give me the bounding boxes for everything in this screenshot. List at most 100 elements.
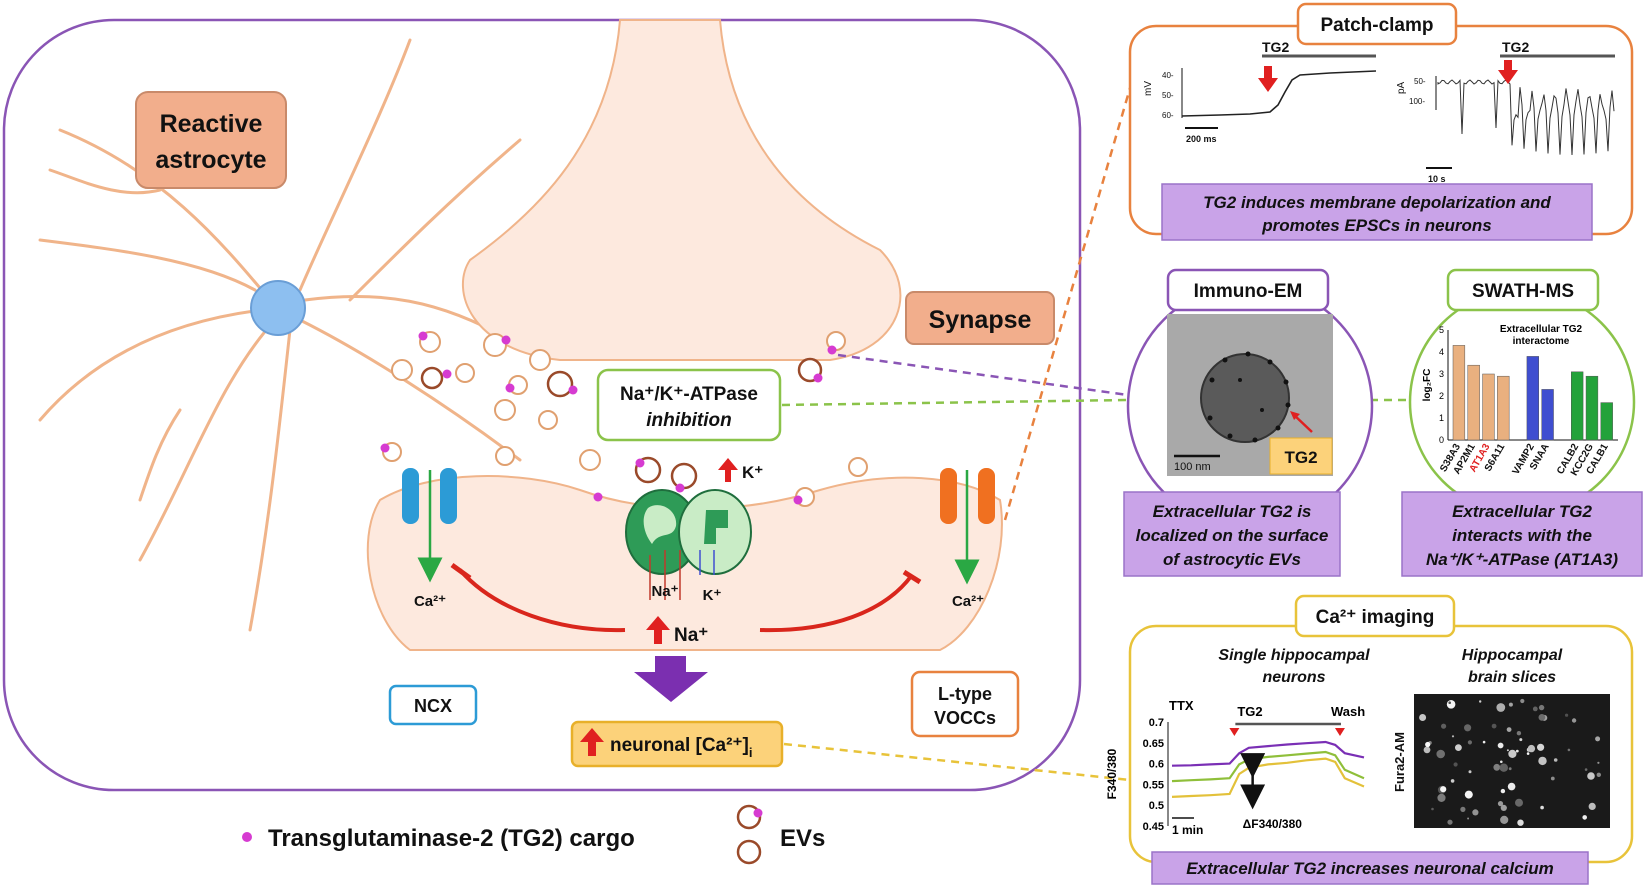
immuno-em-caption-1: Extracellular TG2 is — [1153, 502, 1312, 521]
slice-cell — [1532, 706, 1538, 712]
immuno-em-title: Immuno-EM — [1194, 281, 1303, 302]
slice-cell — [1516, 731, 1522, 736]
connector-em-purple — [837, 353, 1129, 397]
slice-cell — [1567, 748, 1571, 752]
slice-cell — [1493, 763, 1501, 771]
patch-pa-tick-2: 100- — [1409, 97, 1425, 106]
swath-caption-box — [1401, 491, 1643, 577]
k-up-arrow — [718, 458, 738, 482]
slice-cell — [1538, 714, 1546, 721]
patch-tg2-right: TG2 — [1502, 39, 1529, 55]
slice-cell — [1436, 749, 1445, 759]
slice-cell — [1451, 735, 1455, 738]
ncx-label: NCX — [414, 696, 452, 716]
bar-s38a3 — [1452, 345, 1466, 441]
slice-cell — [1550, 776, 1555, 781]
slice-cell — [1515, 749, 1519, 753]
slice-cell — [1499, 763, 1509, 772]
line-y-tick: 0.55 — [1143, 779, 1164, 791]
na-k-pump — [625, 489, 752, 600]
slice-cell — [1500, 815, 1509, 825]
slice-cell — [1597, 761, 1600, 764]
slice-cell — [1446, 700, 1456, 709]
line-series-1 — [1171, 740, 1365, 767]
bar-title-2: interactome — [1513, 336, 1570, 347]
em-scale-label: 100 nm — [1174, 461, 1211, 473]
slice-cell — [1538, 756, 1547, 766]
calcium-slices-1: Hippocampal — [1462, 647, 1563, 664]
ncx-box — [388, 684, 478, 726]
k-pump-label: K⁺ — [703, 587, 722, 604]
calcium-single-2: neurons — [1262, 669, 1325, 686]
astrocyte-cell — [38, 38, 522, 632]
slice-cell — [1508, 702, 1513, 707]
synapse-box — [905, 291, 1055, 345]
slice-cell — [1437, 793, 1446, 803]
slice-cell — [1497, 801, 1504, 807]
line-series-3 — [1171, 757, 1365, 798]
patch-mv-tick-3: 60- — [1162, 111, 1174, 120]
evs-legend-label: EVs — [780, 825, 825, 852]
slice-cell — [1565, 713, 1569, 717]
slice-cell — [1584, 768, 1588, 771]
bar-y-tick: 1 — [1439, 413, 1444, 423]
slice-cell — [1482, 740, 1486, 744]
slice-cell — [1453, 762, 1458, 767]
patch-caption-1: TG2 induces membrane depolarization and — [1203, 193, 1551, 212]
l-type-channel — [940, 468, 995, 585]
calcium-single-1: Single hippocampal — [1218, 647, 1370, 664]
atpase-box — [596, 368, 782, 442]
patch-clamp-title: Patch-clamp — [1321, 15, 1434, 36]
line-y-label: F340/380 — [1105, 748, 1119, 799]
patch-mv-tick-2: 50- — [1162, 91, 1174, 100]
slice-cell — [1423, 746, 1431, 754]
slice-cell — [1491, 723, 1497, 729]
slice-cell — [1571, 718, 1577, 723]
synapse-label: Synapse — [929, 306, 1032, 334]
line-y-tick: 0.5 — [1149, 800, 1164, 812]
patch-pa-tick-1: 50- — [1414, 77, 1426, 86]
slice-cell — [1582, 815, 1587, 820]
astrocyte-nucleus — [250, 280, 306, 336]
connector-calcium — [783, 742, 1131, 782]
bar-y-tick: 4 — [1439, 347, 1444, 357]
ltype-label-1: L-type — [938, 684, 992, 704]
em-vesicle — [1200, 353, 1290, 443]
bar-ap2m1 — [1467, 364, 1480, 441]
bar-kcc2g — [1585, 375, 1599, 441]
presynaptic-terminal — [461, 19, 902, 361]
slice-cell — [1595, 736, 1601, 742]
na-up-arrow — [646, 616, 670, 644]
em-tag-label: TG2 — [1284, 448, 1317, 467]
slice-cell — [1519, 738, 1523, 742]
slice-cell — [1527, 744, 1536, 753]
swath-caption-1: Extracellular TG2 — [1452, 502, 1592, 521]
tg2-red-arrow — [1229, 728, 1240, 736]
slice-cell — [1500, 760, 1503, 764]
slice-cell — [1526, 752, 1530, 755]
line-tg2-label: TG2 — [1237, 704, 1262, 719]
bar-calb2 — [1571, 371, 1584, 441]
line-series-2 — [1171, 750, 1365, 783]
slice-cell — [1455, 744, 1462, 751]
slice-cell — [1447, 819, 1453, 825]
line-title: TTX — [1169, 698, 1194, 713]
swath-caption-2: interacts with the — [1452, 526, 1592, 545]
bar-y-tick: 5 — [1439, 325, 1444, 335]
slice-cell — [1467, 740, 1472, 745]
swath-caption-3: Na⁺/K⁺-ATPase (AT1A3) — [1426, 550, 1618, 569]
bar-y-tick: 0 — [1439, 435, 1444, 445]
immuno-em-caption-box — [1123, 491, 1341, 577]
bar-vamp2 — [1526, 356, 1539, 441]
delta-label: ΔF340/380 — [1243, 817, 1303, 831]
slice-cell — [1440, 786, 1447, 793]
slice-cell — [1537, 743, 1545, 751]
neuronal-ca-box — [570, 720, 784, 768]
reactive-astrocyte-box — [135, 91, 287, 189]
slice-cell — [1538, 704, 1545, 711]
tg2-legend-dot — [242, 832, 252, 842]
swath-title-box — [1446, 268, 1600, 312]
line-y-tick: 0.45 — [1143, 821, 1164, 833]
swath-title: SWATH-MS — [1472, 281, 1574, 302]
